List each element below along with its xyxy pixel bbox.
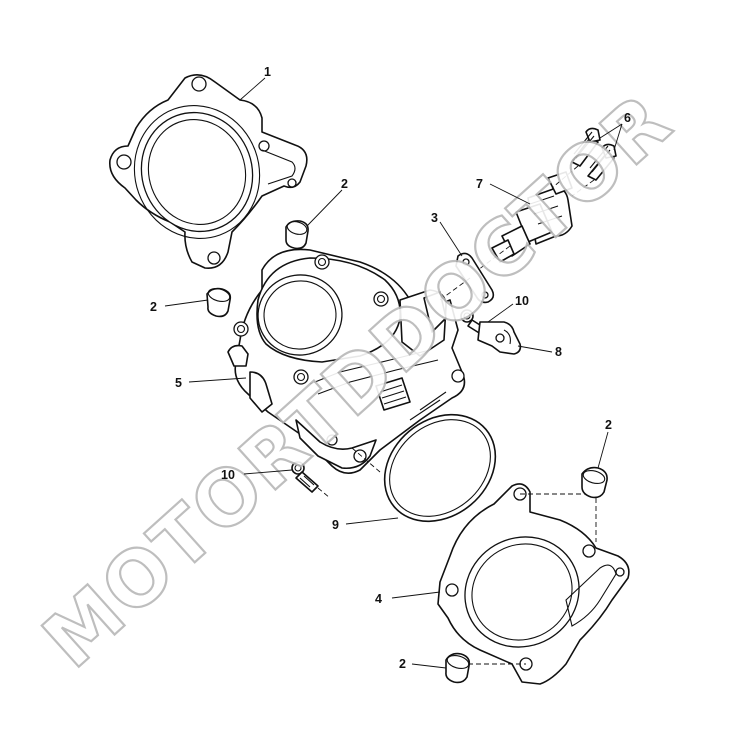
part-6-bolts: [551, 127, 617, 197]
part-8-bracket: [477, 321, 522, 355]
part-2-dowel-left: [206, 287, 232, 318]
part-5-cylinder-block: [227, 248, 466, 474]
callout-8: 8: [555, 345, 562, 359]
part-2-dowel-bottom: [445, 652, 471, 684]
leader-10-left: [243, 469, 293, 475]
leader-6b: [613, 123, 623, 151]
callout-5: 5: [175, 376, 182, 390]
part-7-chain-tensioner: [477, 171, 573, 271]
part-3-tensioner-gasket: [439, 252, 495, 304]
part-9-base-oring: [383, 413, 497, 523]
leader-2-right: [597, 431, 609, 469]
callout-1: 1: [264, 65, 271, 79]
callout-labels: 1 2 2 2 2 3 4 5 6 7 8 9 10 10: [150, 65, 631, 671]
callout-2-top: 2: [341, 177, 348, 191]
leader-2-top: [306, 189, 343, 227]
leader-4: [391, 591, 441, 599]
leader-2-bottom: [411, 663, 447, 669]
callout-6: 6: [624, 111, 631, 125]
callout-3: 3: [431, 211, 438, 225]
leader-2-left: [164, 299, 209, 307]
leader-9: [345, 517, 399, 525]
leader-3: [439, 221, 463, 257]
callout-2-left: 2: [150, 300, 157, 314]
leader-8: [517, 345, 553, 353]
leader-6a: [599, 123, 623, 139]
callout-4: 4: [375, 592, 382, 606]
callout-9: 9: [332, 518, 339, 532]
leader-1: [239, 77, 266, 101]
part-10-bolt-left: [291, 461, 331, 499]
part-2-dowel-top: [285, 220, 309, 250]
callout-2-right: 2: [605, 418, 612, 432]
leader-10-right: [487, 303, 514, 323]
leader-7: [489, 183, 531, 205]
callout-2-bottom: 2: [399, 657, 406, 671]
part-1-head-gasket: [108, 74, 308, 269]
leader-lines: [164, 77, 623, 669]
leader-5: [188, 377, 247, 383]
part-4-base-gasket: [437, 483, 630, 685]
callout-10-right: 10: [515, 294, 529, 308]
callout-10-left: 10: [221, 468, 235, 482]
callout-7: 7: [476, 177, 483, 191]
part-2-dowel-right: [581, 466, 608, 499]
